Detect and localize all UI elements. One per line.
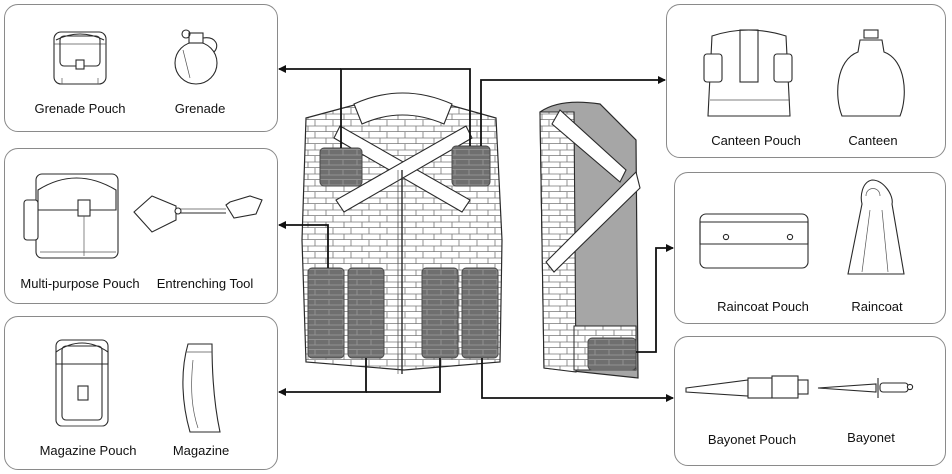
label-raincoat: Raincoat <box>851 299 903 314</box>
label-bayonet-pouch: Bayonet Pouch <box>707 432 797 447</box>
raincoat-icon <box>847 179 905 275</box>
grenade-pouch-icon <box>53 31 107 85</box>
entrenching-tool-icon <box>133 195 263 233</box>
label-raincoat-pouch: Raincoat Pouch <box>717 299 809 314</box>
connector-bayonet <box>481 358 674 402</box>
label-bayonet: Bayonet <box>847 430 895 445</box>
bayonet-pouch-icon <box>685 375 809 399</box>
multipurpose-pouch-icon <box>23 173 119 259</box>
connector-raincoat <box>636 244 674 353</box>
vest-side-icon <box>539 101 641 379</box>
label-magazine: Magazine <box>172 443 230 458</box>
panel-grenade <box>4 4 278 132</box>
connector-multipurpose <box>278 221 329 268</box>
magazine-pouch-icon <box>55 339 109 427</box>
connector-magazine <box>278 358 441 396</box>
grenade-icon <box>174 29 218 85</box>
connector-grenade <box>278 65 471 148</box>
canteen-icon <box>837 29 905 117</box>
label-grenade: Grenade <box>174 101 226 116</box>
canteen-pouch-icon <box>703 29 793 117</box>
label-canteen: Canteen <box>848 133 898 148</box>
connector-canteen <box>480 76 666 146</box>
label-multipurpose-pouch: Multi-purpose Pouch <box>20 276 140 291</box>
magazine-icon <box>182 343 221 433</box>
label-grenade-pouch: Grenade Pouch <box>34 101 126 116</box>
label-magazine-pouch: Magazine Pouch <box>39 443 137 458</box>
vest-front-icon <box>301 92 503 374</box>
label-canteen-pouch: Canteen Pouch <box>711 133 801 148</box>
bayonet-icon <box>817 378 914 398</box>
label-entrenching-tool: Entrenching Tool <box>156 276 254 291</box>
panel-bayonet <box>674 336 946 466</box>
raincoat-pouch-icon <box>699 213 809 269</box>
panel-magazine <box>4 316 278 470</box>
